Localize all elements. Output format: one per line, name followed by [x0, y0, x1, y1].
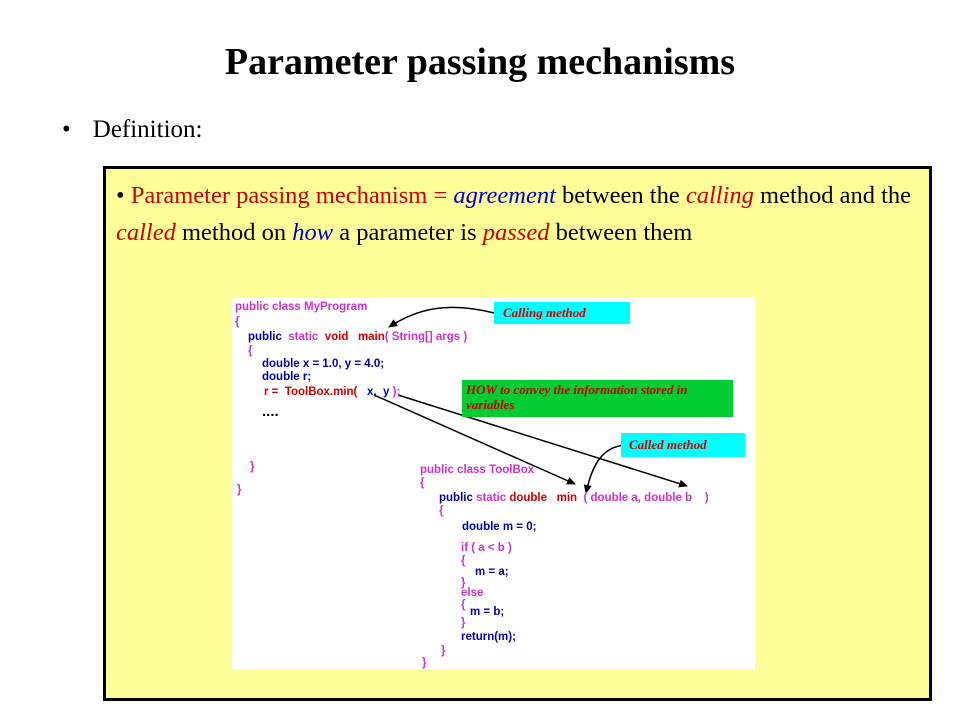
toolbox-open-brace: { — [420, 477, 425, 489]
bullet-mark: • — [62, 116, 71, 143]
min-close: ) — [704, 492, 709, 504]
kw-public: public — [439, 492, 473, 504]
if-close-brace: } — [461, 577, 466, 589]
definition-agreement: agreement — [453, 182, 556, 209]
x-to-a-arrow — [373, 394, 576, 485]
else-line: else — [461, 587, 484, 599]
main-close-brace: } — [250, 461, 255, 473]
min-open-brace: { — [439, 505, 444, 517]
arg-x: x — [367, 386, 374, 398]
min-line-1: double m = 0; — [462, 521, 537, 533]
bullet-mark: • — [116, 182, 125, 209]
kw-void: void — [324, 331, 349, 343]
called-arrow — [583, 444, 626, 494]
arg-comma: , — [373, 386, 377, 398]
arg-y: y — [383, 386, 390, 398]
min-close-brace: } — [441, 645, 446, 657]
myprogram-open-brace: { — [235, 316, 240, 328]
assign-r: r = — [264, 386, 279, 398]
toolbox-class-decl: public class ToolBox — [420, 464, 535, 476]
toolbox-call: ToolBox.min( — [284, 386, 358, 398]
min-name: min — [556, 492, 578, 504]
calling-arrow — [388, 306, 495, 328]
main-call-line: r = ToolBox.min( x, y ); — [264, 386, 400, 398]
definition-box: • Parameter passing mechanism = agreemen… — [103, 166, 932, 701]
definition-text: • Parameter passing mechanism = agreemen… — [116, 177, 921, 251]
definition-part: method on — [175, 219, 293, 246]
arrow-layer — [373, 306, 688, 494]
code-diagram: public class MyProgram { public static v… — [232, 297, 755, 669]
main-signature: public static void main( String[] args ) — [248, 331, 467, 343]
definition-part: between the — [555, 182, 686, 209]
toolbox-close-brace: } — [422, 657, 427, 669]
definition-how: how — [292, 219, 334, 246]
definition-bullet: • Definition: — [62, 116, 202, 144]
definition-calling: calling — [685, 182, 754, 209]
myprogram-close-brace: } — [237, 484, 242, 496]
assign-b: m = b; — [470, 606, 505, 618]
kw-static: static — [476, 492, 507, 504]
y-to-b-arrow — [397, 394, 688, 488]
else-close-brace: } — [461, 617, 466, 629]
definition-called: called — [116, 219, 176, 246]
min-signature: public static double min ( double a, dou… — [439, 492, 709, 504]
how-convey-callout: HOW to convey the information stored in … — [462, 380, 733, 417]
myprogram-class-decl: public class MyProgram — [235, 301, 368, 313]
main-params: ( String[] args ) — [384, 331, 468, 343]
assign-a: m = a; — [475, 566, 509, 578]
slide-title: Parameter passing mechanisms — [224, 41, 736, 83]
kw-static: static — [288, 331, 319, 343]
main-line-1: double x = 1.0, y = 4.0; — [262, 358, 385, 370]
calling-method-callout: Calling method — [494, 302, 630, 324]
min-params: ( double a, double b — [583, 492, 693, 504]
called-method-callout: Called method — [621, 433, 745, 457]
else-open-brace: { — [461, 599, 466, 611]
definition-part: Parameter passing mechanism = — [130, 182, 454, 209]
if-open-brace: { — [461, 555, 466, 567]
main-name: main — [357, 331, 385, 343]
definition-part: between them — [549, 219, 693, 246]
definition-label: Definition: — [92, 116, 203, 143]
definition-passed: passed — [482, 219, 550, 246]
main-open-brace: { — [248, 345, 253, 357]
if-line: if ( a < b ) — [461, 542, 512, 554]
definition-part: method and the — [753, 182, 912, 209]
return-line: return(m); — [461, 631, 516, 643]
main-ellipsis: .... — [262, 403, 279, 420]
kw-double: double — [509, 492, 548, 504]
call-close: ); — [392, 386, 401, 398]
main-line-2: double r; — [262, 371, 312, 383]
definition-part: a parameter is — [333, 219, 483, 246]
kw-public: public — [248, 331, 282, 343]
